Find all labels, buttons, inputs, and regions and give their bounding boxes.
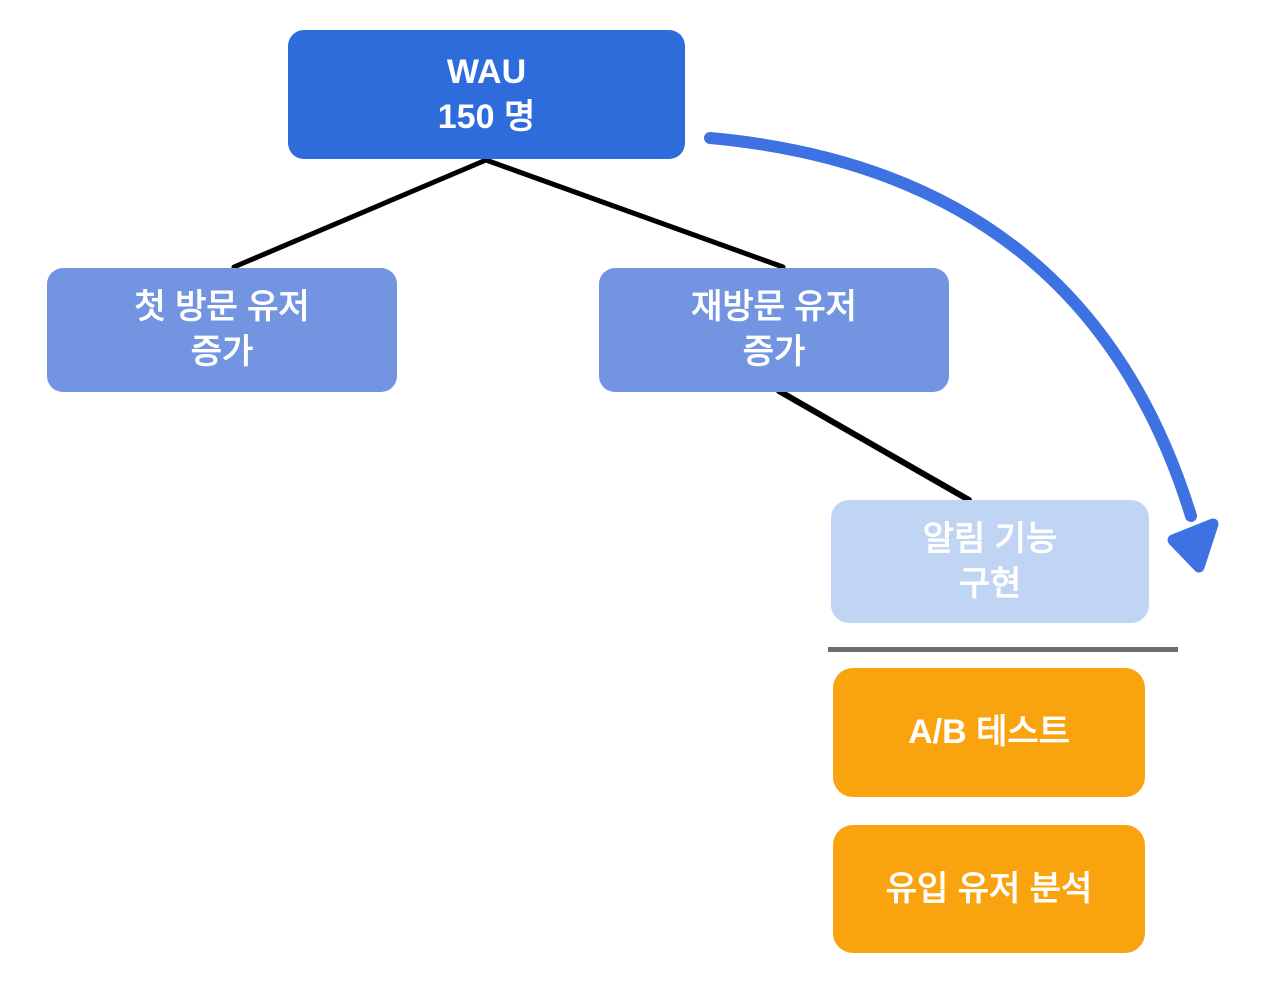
node-wau-label: WAU 150 명 [437,52,536,136]
node-revisit-users: 재방문 유저 증가 [599,268,949,392]
node-ab-test-label: A/B 테스트 [908,713,1070,752]
node-inflow-user-analysis-label: 유입 유저 분석 [885,869,1093,908]
node-notification-feature: 알림 기능 구현 [831,500,1149,623]
node-notification-feature-label: 알림 기능 구현 [922,519,1058,603]
horizontal-divider [828,647,1178,652]
node-first-visit-users-label: 첫 방문 유저 증가 [134,288,310,371]
edge-wau-to-children [231,157,786,270]
edge-revisit-to-notification [776,388,972,503]
node-first-visit-users: 첫 방문 유저 증가 [47,268,397,392]
node-revisit-users-label: 재방문 유저 증가 [691,288,857,371]
curved-arrow-head-icon [1167,518,1219,573]
node-wau: WAU 150 명 [288,30,685,159]
node-inflow-user-analysis: 유입 유저 분석 [833,825,1145,953]
node-ab-test: A/B 테스트 [833,668,1145,797]
